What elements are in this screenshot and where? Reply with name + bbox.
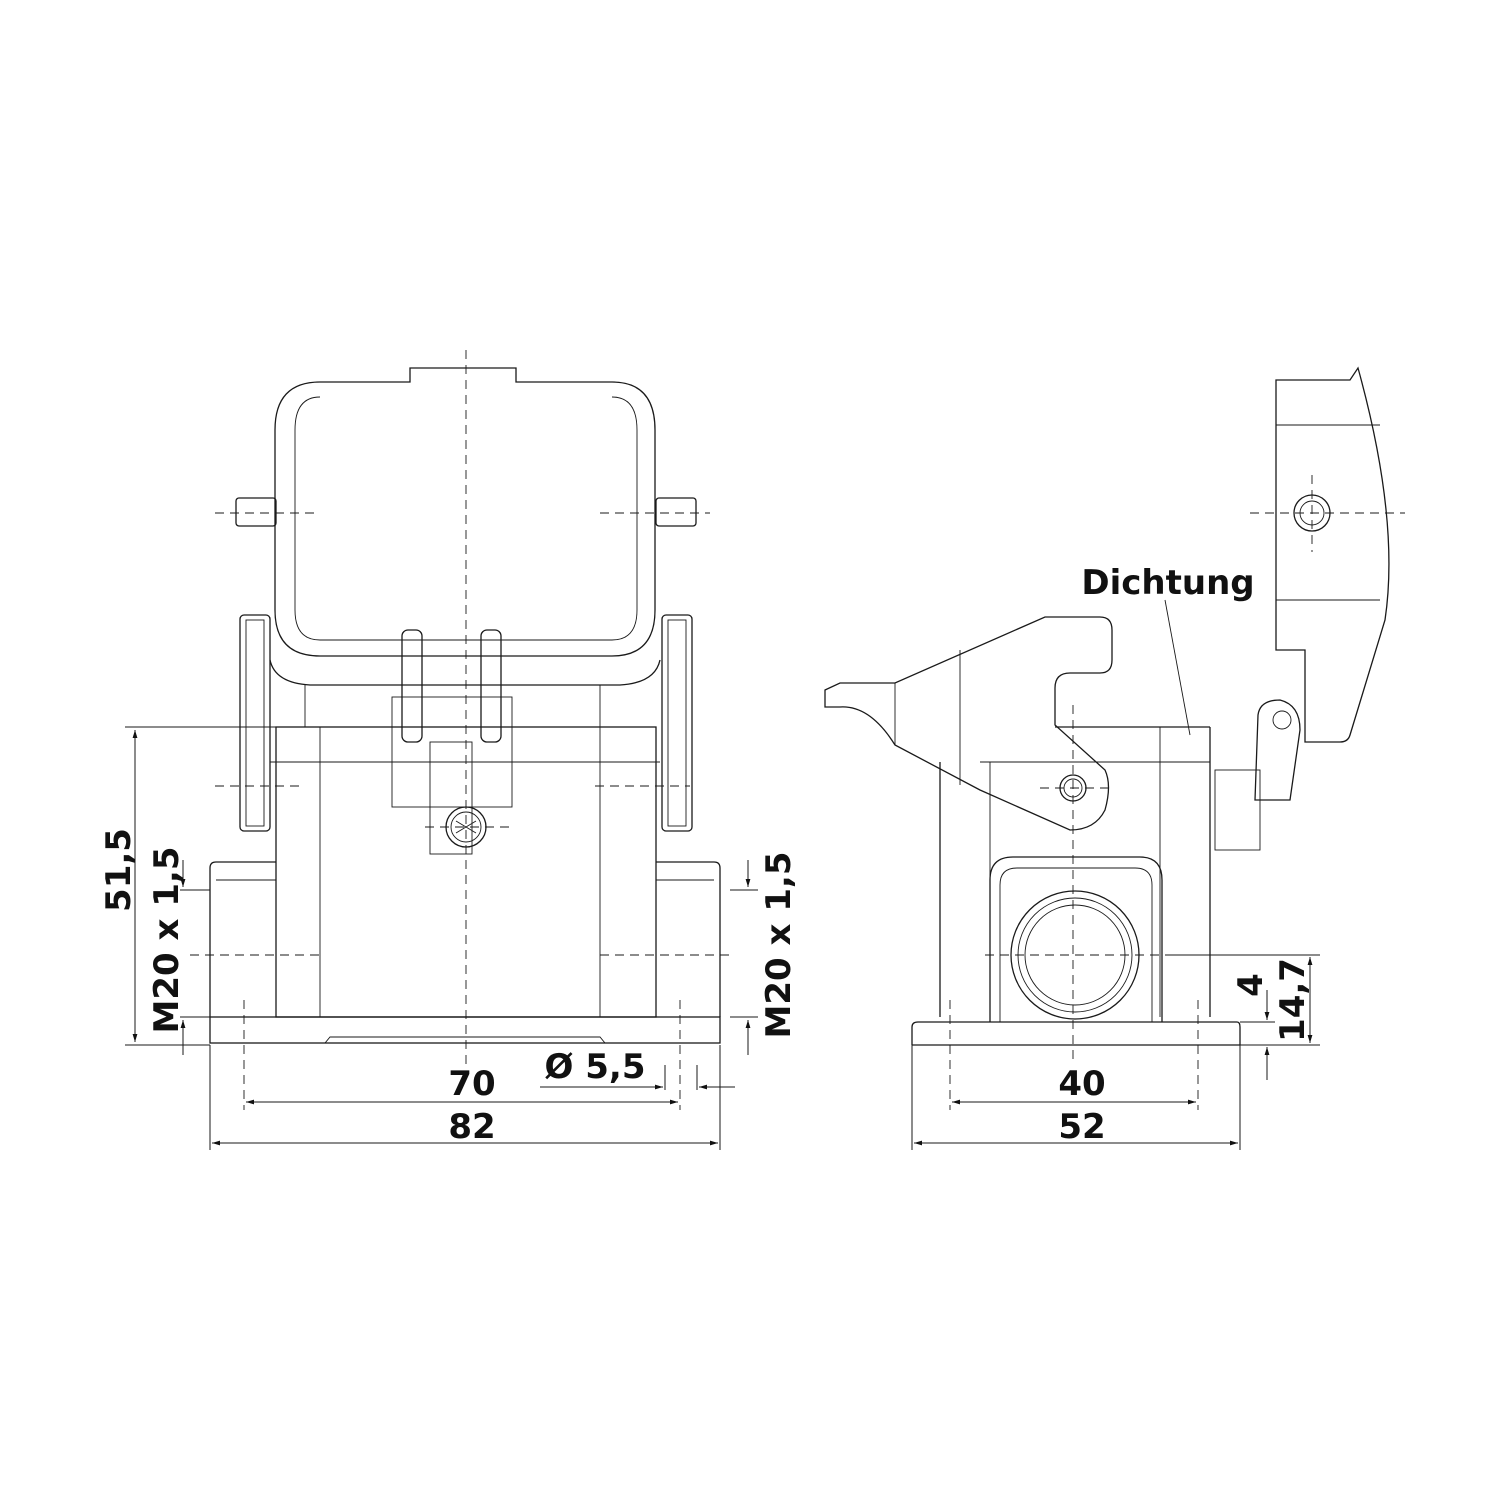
latch-bracket xyxy=(391,629,513,855)
dim-thread-left: M20 x 1,5 xyxy=(147,847,187,1034)
dim-hole-diameter: Ø 5,5 xyxy=(545,1047,646,1087)
front-view: 51,5 M20 x 1,5 M20 x 1,5 Ø 5,5 70 82 xyxy=(99,350,799,1150)
label-gasket: Dichtung xyxy=(1081,563,1254,603)
hood-cover xyxy=(215,367,710,657)
side-view: Dichtung 4 14,7 40 52 xyxy=(824,366,1405,1150)
dim-base-depth: 52 xyxy=(1058,1107,1105,1147)
dim-flange-thickness: 4 xyxy=(1231,973,1271,997)
housing-side xyxy=(911,726,1241,1110)
dim-base-width: 82 xyxy=(448,1107,495,1147)
dim-side-hole-spacing: 40 xyxy=(1058,1064,1105,1104)
dim-hole-spacing: 70 xyxy=(448,1064,495,1104)
housing-body xyxy=(270,726,660,1018)
hood-opened xyxy=(1214,366,1405,851)
base-flange xyxy=(209,1000,721,1110)
dim-height-overall: 51,5 xyxy=(99,828,139,912)
dim-entry-height: 14,7 xyxy=(1273,958,1313,1042)
cable-entry-right xyxy=(656,861,721,1017)
cable-entry-left xyxy=(209,861,276,1017)
locking-lever-right xyxy=(595,614,693,832)
locking-lever-side xyxy=(824,616,1113,1060)
locking-lever-left xyxy=(215,614,305,832)
dim-thread-right: M20 x 1,5 xyxy=(759,852,799,1039)
